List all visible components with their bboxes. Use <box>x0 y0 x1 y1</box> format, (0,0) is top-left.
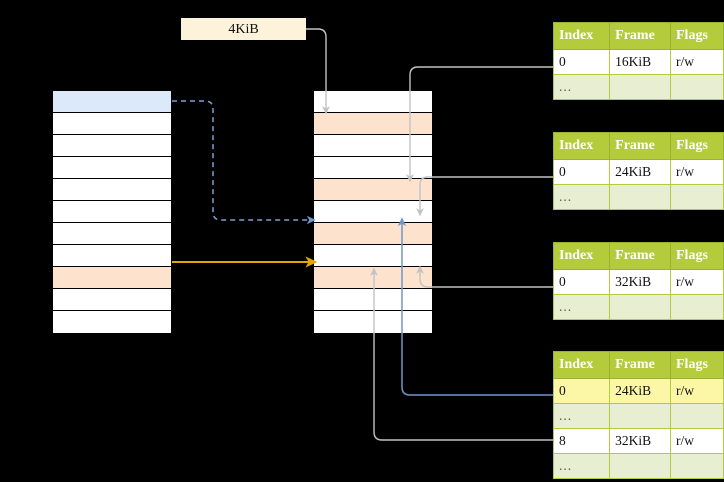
table-header-row: Index Frame Flags <box>552 22 724 50</box>
cell-frame <box>609 74 671 100</box>
cell-index: ... <box>552 74 611 100</box>
col-header-flags: Flags <box>670 22 724 50</box>
cell-index: 0 <box>552 49 611 75</box>
cell-index: 0 <box>552 159 611 185</box>
cell-index: 0 <box>552 269 611 295</box>
col-header-index: Index <box>552 22 611 50</box>
physical-memory-row-10 <box>314 311 432 333</box>
cell-index: ... <box>552 184 611 210</box>
virtual-memory-row-6 <box>53 223 171 245</box>
physical-memory-row-7 <box>314 245 432 267</box>
table-header-row: Index Frame Flags <box>552 242 724 270</box>
table-row: 8 32KiB r/w <box>552 428 724 454</box>
page-table-level-1: Index Frame Flags 0 16KiB r/w ... <box>552 22 724 100</box>
virtual-memory-row-9 <box>53 289 171 311</box>
page-table-level-4: Index Frame Flags 0 24KiB r/w ... 8 32Ki… <box>552 351 724 479</box>
page-table: Index Frame Flags 0 24KiB r/w ... <box>552 132 724 210</box>
cell-flags <box>670 74 724 100</box>
physical-memory-row-8 <box>314 267 432 289</box>
cell-flags: r/w <box>670 159 724 185</box>
physical-memory-row-5 <box>314 201 432 223</box>
cell-flags: r/w <box>670 49 724 75</box>
physical-memory-row-1 <box>314 113 432 135</box>
table-row: 0 16KiB r/w <box>552 49 724 75</box>
cell-frame: 24KiB <box>609 159 671 185</box>
page-size-label: 4KiB <box>181 18 306 40</box>
virtual-memory-column <box>52 90 172 333</box>
cell-flags: r/w <box>670 269 724 295</box>
page-table-level-2: Index Frame Flags 0 24KiB r/w ... <box>552 132 724 210</box>
cell-index: 0 <box>552 378 611 404</box>
physical-memory-row-4 <box>314 179 432 201</box>
table-row-ellipsis: ... <box>552 403 724 429</box>
col-header-frame: Frame <box>609 242 671 270</box>
cell-frame: 32KiB <box>609 269 671 295</box>
physical-memory-column <box>313 90 433 333</box>
col-header-frame: Frame <box>609 132 671 160</box>
cell-index: ... <box>552 453 611 479</box>
cell-frame <box>609 403 671 429</box>
virtual-memory-row-4 <box>53 179 171 201</box>
cell-flags <box>670 184 724 210</box>
virtual-memory-row-1 <box>53 113 171 135</box>
page-table: Index Frame Flags 0 24KiB r/w ... 8 32Ki… <box>552 351 724 479</box>
cell-frame: 24KiB <box>609 378 671 404</box>
cell-frame <box>609 294 671 320</box>
cell-flags: r/w <box>670 378 724 404</box>
virtual-memory-row-10 <box>53 311 171 333</box>
table-row-ellipsis: ... <box>552 74 724 100</box>
cell-flags: r/w <box>670 428 724 454</box>
virtual-memory-row-8 <box>53 267 171 289</box>
virtual-memory-row-5 <box>53 201 171 223</box>
physical-memory-row-2 <box>314 135 432 157</box>
table-row: 0 24KiB r/w <box>552 378 724 404</box>
table-row-ellipsis: ... <box>552 294 724 320</box>
table-row-ellipsis: ... <box>552 453 724 479</box>
col-header-index: Index <box>552 351 611 379</box>
cell-index: 8 <box>552 428 611 454</box>
table-row: 0 32KiB r/w <box>552 269 724 295</box>
page-table: Index Frame Flags 0 32KiB r/w ... <box>552 242 724 320</box>
cell-flags <box>670 403 724 429</box>
physical-memory-row-0 <box>314 91 432 113</box>
cell-index: ... <box>552 294 611 320</box>
table-header-row: Index Frame Flags <box>552 132 724 160</box>
cell-frame: 16KiB <box>609 49 671 75</box>
virtual-memory-row-2 <box>53 135 171 157</box>
col-header-flags: Flags <box>670 351 724 379</box>
cell-flags <box>670 453 724 479</box>
table-header-row: Index Frame Flags <box>552 351 724 379</box>
page-table: Index Frame Flags 0 16KiB r/w ... <box>552 22 724 100</box>
cell-frame <box>609 184 671 210</box>
table-row: 0 24KiB r/w <box>552 159 724 185</box>
physical-memory-row-9 <box>314 289 432 311</box>
physical-memory-row-3 <box>314 157 432 179</box>
cell-frame <box>609 453 671 479</box>
physical-memory-row-6 <box>314 223 432 245</box>
col-header-flags: Flags <box>670 132 724 160</box>
col-header-frame: Frame <box>609 351 671 379</box>
col-header-index: Index <box>552 132 611 160</box>
cell-index: ... <box>552 403 611 429</box>
col-header-index: Index <box>552 242 611 270</box>
cell-frame: 32KiB <box>609 428 671 454</box>
page-table-level-3: Index Frame Flags 0 32KiB r/w ... <box>552 242 724 320</box>
virtual-memory-row-7 <box>53 245 171 267</box>
virtual-memory-row-3 <box>53 157 171 179</box>
col-header-flags: Flags <box>670 242 724 270</box>
col-header-frame: Frame <box>609 22 671 50</box>
table-row-ellipsis: ... <box>552 184 724 210</box>
cell-flags <box>670 294 724 320</box>
virtual-memory-row-0 <box>53 91 171 113</box>
